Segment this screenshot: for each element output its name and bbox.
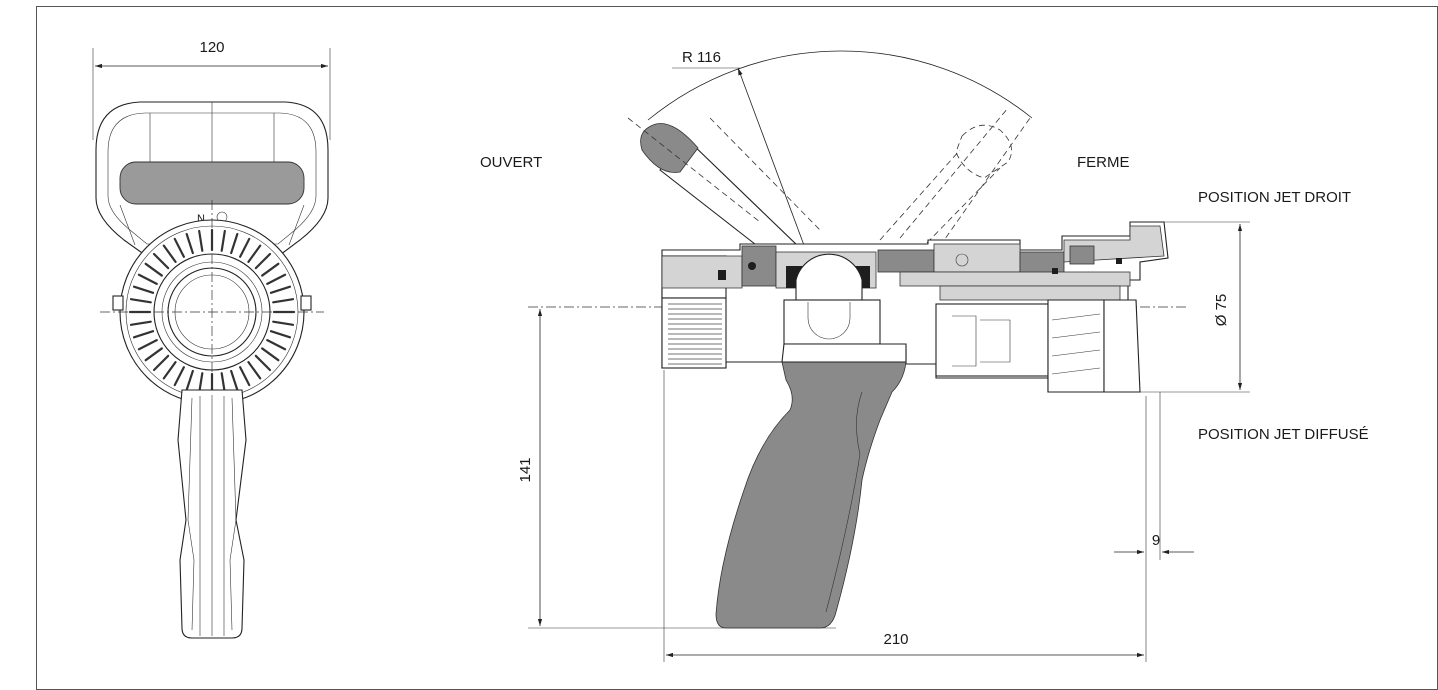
- ring-tooth: [144, 347, 163, 362]
- dim-diameter: Ø 75: [1213, 294, 1230, 327]
- dim-offset: 9: [1152, 532, 1160, 549]
- ring-tooth: [173, 366, 185, 387]
- ring-tooth: [185, 369, 194, 392]
- ring-tooth: [239, 237, 251, 258]
- ring-tooth: [173, 237, 185, 258]
- ring-tooth: [137, 273, 158, 285]
- dim-length: 210: [883, 631, 908, 648]
- ring-tooth: [129, 298, 152, 304]
- ring-tooth: [162, 244, 177, 263]
- pistol-grip: [715, 361, 907, 629]
- ring-tooth: [247, 244, 262, 263]
- ring-tooth: [269, 285, 292, 294]
- ring-tooth: [272, 320, 295, 326]
- ring-tooth: [129, 320, 152, 326]
- ring-tooth: [261, 262, 280, 277]
- lever-open-position: [627, 117, 821, 249]
- side-view: R 116: [517, 49, 1250, 662]
- ring-tooth: [230, 232, 239, 255]
- ring-tooth: [247, 361, 262, 380]
- ring-tooth: [266, 273, 287, 285]
- inlet-coupling-ribs: [668, 303, 722, 365]
- ring-tooth: [132, 285, 155, 294]
- ring-tooth: [185, 232, 194, 255]
- front-handle-grip: [119, 161, 305, 205]
- ring-tooth: [162, 361, 177, 380]
- ring-tooth: [152, 354, 170, 372]
- ring-tooth: [198, 229, 204, 252]
- ring-tooth: [254, 252, 272, 270]
- label-open: OUVERT: [480, 154, 542, 171]
- dim-radius: R 116: [682, 49, 721, 66]
- ring-tooth: [132, 330, 155, 339]
- ring-tooth: [144, 262, 163, 277]
- outlet-nozzle: [935, 299, 1141, 393]
- ring-tooth: [266, 339, 287, 351]
- ring-tooth: [261, 347, 280, 362]
- svg-text:N: N: [197, 213, 205, 225]
- label-diffused-jet: POSITION JET DIFFUSÉ: [1198, 426, 1369, 443]
- ring-tooth: [152, 252, 170, 270]
- lever-swing-arc: [647, 50, 1033, 121]
- ring-tooth: [272, 298, 295, 304]
- front-view: 120 N: [92, 39, 331, 639]
- ring-tooth: [220, 229, 226, 252]
- label-closed: FERME: [1077, 154, 1130, 171]
- dim-height: 141: [517, 457, 534, 482]
- label-straight-jet: POSITION JET DROIT: [1198, 189, 1351, 206]
- ring-tooth: [239, 366, 251, 387]
- ring-tooth: [230, 369, 239, 392]
- ring-tooth: [137, 339, 158, 351]
- dim-width-front: 120: [199, 39, 224, 56]
- lever-closed-position: [879, 107, 1031, 251]
- ring-tooth: [269, 330, 292, 339]
- ring-tooth: [254, 354, 272, 372]
